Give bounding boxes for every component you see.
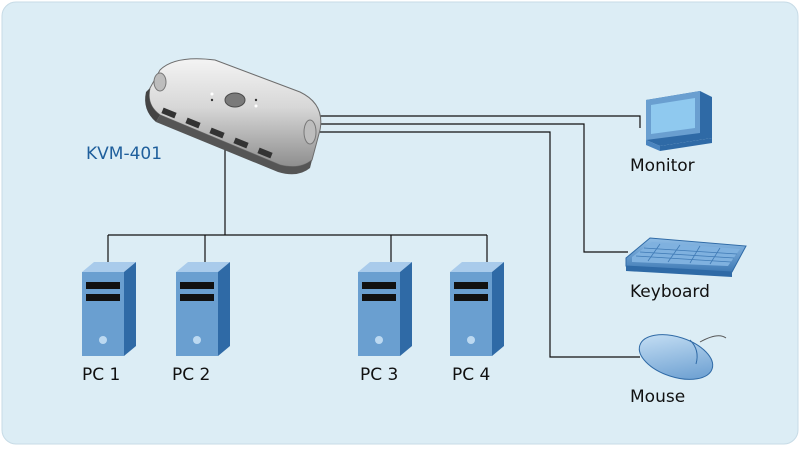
keyboard-icon <box>625 237 747 277</box>
pc2-label: PC 2 <box>172 365 211 385</box>
connection-lines <box>107 115 641 358</box>
line-to-monitor <box>318 115 641 128</box>
pc2-icon <box>176 262 230 356</box>
monitor-icon <box>646 91 712 151</box>
mouse-label: Mouse <box>630 387 686 407</box>
pc4-icon <box>450 262 504 356</box>
line-to-keyboard <box>318 123 628 253</box>
keyboard-label: Keyboard <box>630 282 710 302</box>
kvm-switch-label: KVM-401 <box>86 144 163 164</box>
kvm-switch-icon <box>145 58 322 175</box>
pc4-label: PC 4 <box>452 365 491 385</box>
pc1-icon <box>82 262 136 356</box>
monitor-label: Monitor <box>630 156 695 176</box>
pc3-label: PC 3 <box>360 365 399 385</box>
mouse-icon <box>638 334 727 380</box>
pc1-label: PC 1 <box>82 365 121 385</box>
line-to-mouse <box>318 131 640 358</box>
pc3-icon <box>358 262 412 356</box>
